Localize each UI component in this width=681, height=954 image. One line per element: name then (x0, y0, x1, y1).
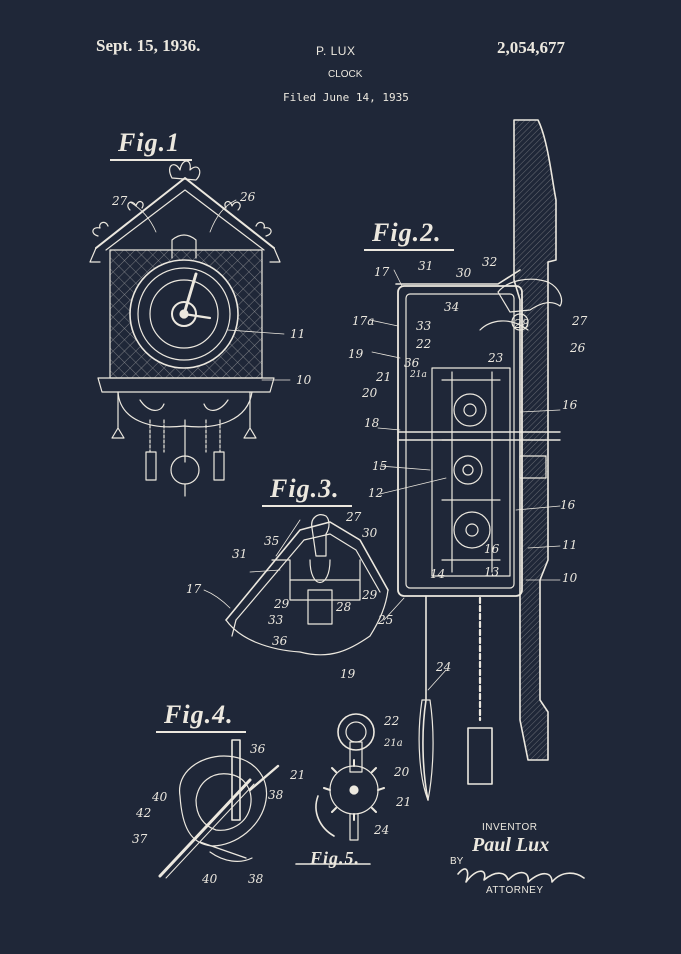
ref-numeral: 15 (372, 459, 388, 473)
ref-numeral: 26 (240, 190, 256, 204)
inventor-full-name: Paul Lux (472, 834, 550, 856)
fig3-label: Fig.3. (262, 474, 352, 507)
ref-numeral: 28 (514, 317, 530, 331)
ref-numeral: 11 (290, 327, 306, 341)
ref-numeral: 17a (352, 314, 375, 328)
ref-numeral: 32 (482, 255, 498, 269)
ref-numeral: 21a (410, 370, 427, 380)
fig2-label: Fig.2. (364, 218, 454, 251)
ref-numeral: 29 (274, 597, 290, 611)
ref-numeral: 28 (336, 600, 352, 614)
ref-numeral: 42 (136, 806, 152, 820)
ref-numeral: 33 (416, 319, 432, 333)
ref-numeral: 17 (186, 582, 202, 596)
fig5-detail-drawing (295, 713, 385, 865)
ref-numeral: 22 (416, 337, 432, 351)
ref-numeral: 17 (374, 265, 390, 279)
ref-numeral: 16 (484, 542, 500, 556)
filed-date: Filed June 14, 1935 (283, 91, 409, 104)
patent-number: 2,054,677 (497, 38, 565, 57)
ref-numeral: 13 (484, 565, 500, 579)
ref-numeral: 20 (362, 386, 378, 400)
ref-numeral: 16 (562, 398, 578, 412)
ref-numeral: 23 (488, 351, 504, 365)
attorney-caption: ATTORNEY (486, 885, 544, 896)
ref-numeral: 26 (570, 341, 586, 355)
ref-numeral: 34 (444, 300, 460, 314)
ref-numeral: 40 (152, 790, 168, 804)
ref-numeral: 10 (562, 571, 578, 585)
fig4-detail-drawing (158, 739, 280, 879)
ref-numeral: 19 (340, 667, 356, 681)
ref-numeral: 24 (436, 660, 452, 674)
ref-numeral: 30 (362, 526, 378, 540)
ref-numeral: 27 (572, 314, 588, 328)
ref-numeral: 30 (456, 266, 472, 280)
ref-numeral: 12 (368, 486, 384, 500)
ref-numeral: 36 (250, 742, 266, 756)
ref-numeral: 24 (374, 823, 390, 837)
ref-numeral: 16 (560, 498, 576, 512)
ref-numeral: 25 (378, 613, 394, 627)
fig1-cuckoo-clock-drawing (89, 160, 291, 497)
fig1-label: Fig.1 (110, 128, 193, 161)
patent-title: CLOCK (328, 69, 363, 80)
ref-numeral: 18 (364, 416, 380, 430)
ref-numeral: 31 (232, 547, 248, 561)
ref-numeral: 27 (112, 194, 128, 208)
ref-numeral: 22 (384, 714, 400, 728)
ref-numeral: 36 (272, 634, 288, 648)
ref-numeral: 31 (418, 259, 434, 273)
ref-numeral: 21a (384, 738, 403, 749)
ref-numeral: 21 (290, 768, 306, 782)
patent-date: Sept. 15, 1936. (96, 36, 201, 55)
ref-numeral: 20 (394, 765, 410, 779)
ref-numeral: 40 (202, 872, 218, 886)
fig5-label: Fig.5. (310, 848, 361, 868)
fig4-label: Fig.4. (156, 700, 246, 733)
fig3-roof-detail-drawing (203, 514, 389, 656)
ref-numeral: 19 (348, 347, 364, 361)
ref-numeral: 38 (248, 872, 264, 886)
ref-numeral: 29 (362, 588, 378, 602)
fig2-section-drawing (369, 119, 563, 801)
ref-numeral: 14 (430, 567, 446, 581)
attorney-signature (457, 868, 585, 883)
ref-numeral: 11 (562, 538, 578, 552)
ref-numeral: 27 (346, 510, 362, 524)
ref-numeral: 21 (396, 795, 412, 809)
inventor-short-name: P. LUX (316, 44, 356, 58)
ref-numeral: 33 (268, 613, 284, 627)
ref-numeral: 35 (264, 534, 280, 548)
ref-numeral: 10 (296, 373, 312, 387)
ref-numeral: 36 (404, 356, 420, 370)
by-caption: BY (450, 856, 464, 867)
ref-numeral: 38 (268, 788, 284, 802)
ref-numeral: 21 (376, 370, 392, 384)
ref-numeral: 37 (132, 832, 148, 846)
inventor-caption: INVENTOR (482, 822, 538, 833)
